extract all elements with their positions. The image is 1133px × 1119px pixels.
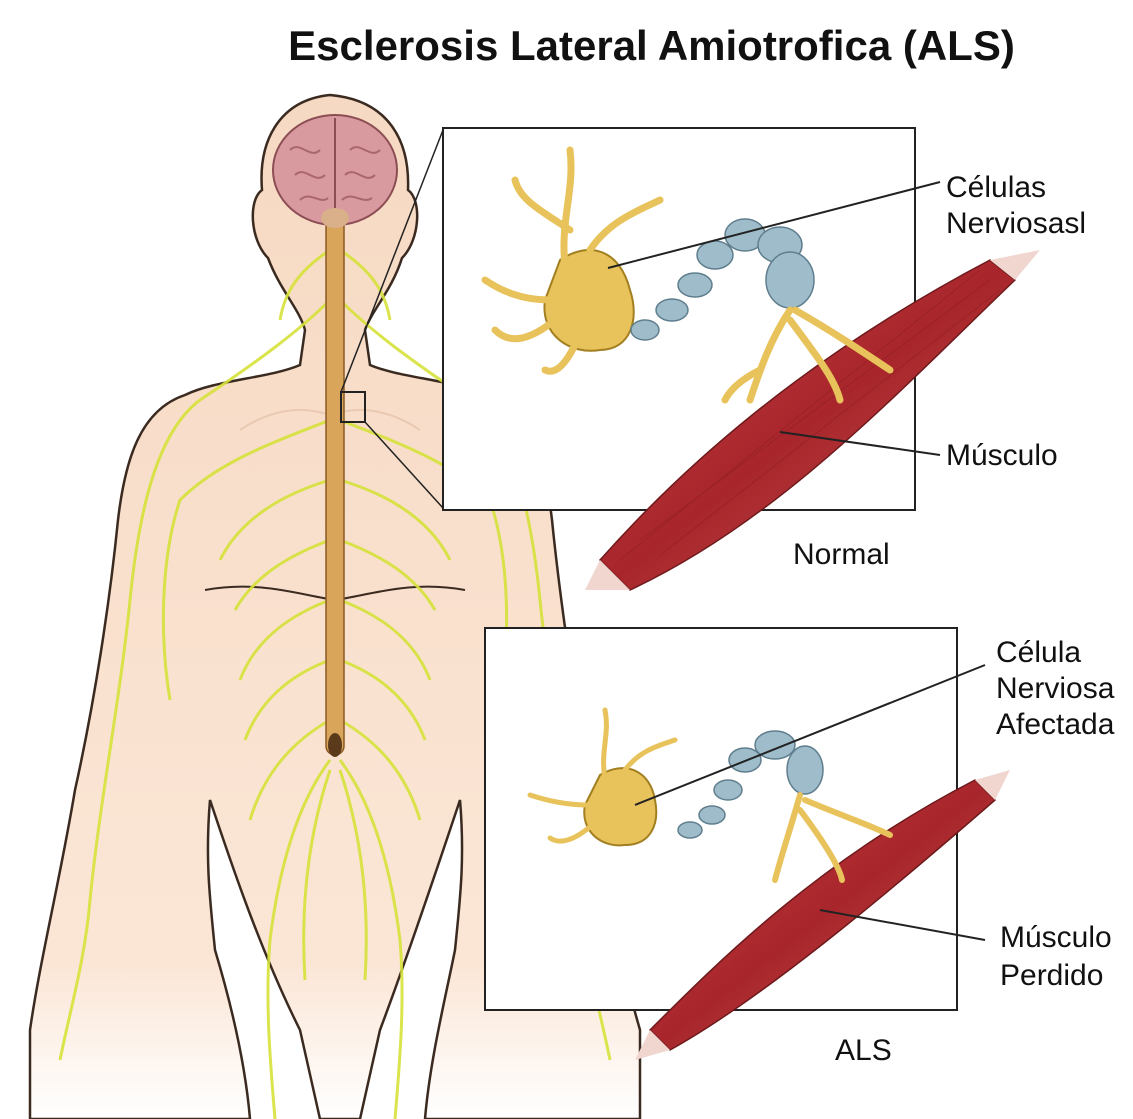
normal-nerve-label-line1: Células <box>946 170 1046 206</box>
als-nerve-label-line2: Nerviosa <box>996 671 1133 707</box>
als-muscle-label-line1: Músculo <box>1000 920 1133 956</box>
als-caption: ALS <box>835 1033 892 1069</box>
normal-muscle-label: Músculo <box>946 438 1058 474</box>
als-panel <box>485 628 1010 1060</box>
normal-nerve-label-line2: Nerviosasl <box>946 206 1086 242</box>
spinal-cord <box>326 215 344 755</box>
als-muscle-label-line2: Perdido <box>1000 958 1103 994</box>
als-nerve-label-line1: Célula <box>996 635 1081 671</box>
als-nerve-label-line3: Afectada <box>996 707 1133 743</box>
normal-caption: Normal <box>793 537 890 573</box>
